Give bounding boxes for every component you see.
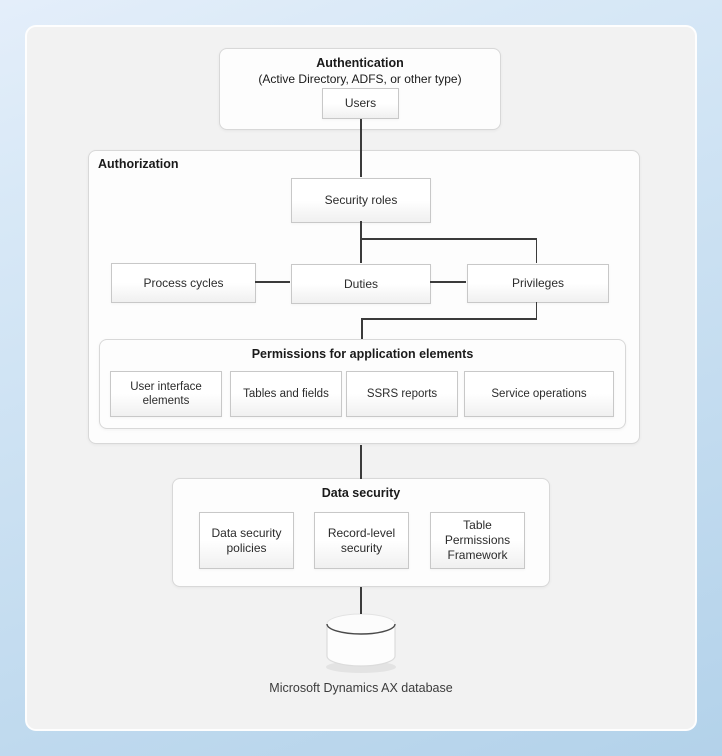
privileges-label: Privileges — [511, 276, 565, 290]
connector-privileges-to-permissions-horizontal — [361, 318, 537, 320]
record-level-security-box: Record-level security — [314, 512, 409, 569]
user-interface-elements-box: User interface elements — [110, 371, 222, 417]
duties-label: Duties — [343, 276, 378, 291]
data-security-container: Data security Data security policies Rec… — [172, 478, 550, 587]
authentication-title: Authentication — [316, 56, 404, 70]
service-operations-label: Service operations — [491, 387, 587, 400]
authorization-container: Authorization Security roles Process cyc… — [88, 150, 640, 444]
connector-into-permissions — [361, 318, 363, 339]
table-permissions-framework-label: Table Permissions Framework — [444, 518, 511, 562]
duties-box: Duties — [291, 264, 431, 304]
ssrs-reports-box: SSRS reports — [346, 371, 458, 417]
connector-duties-to-privileges — [430, 281, 466, 283]
authentication-subtitle: (Active Directory, ADFS, or other type) — [258, 71, 462, 86]
ssrs-reports-label: SSRS reports — [366, 387, 438, 400]
users-box: Users — [322, 88, 399, 119]
connector-users-to-security-roles — [360, 119, 362, 177]
authentication-container: Authentication (Active Directory, ADFS, … — [219, 48, 501, 130]
users-box-label: Users — [344, 96, 377, 110]
tables-and-fields-label: Tables and fields — [243, 387, 329, 400]
privileges-box: Privileges — [467, 264, 609, 303]
permissions-title: Permissions for application elements — [251, 347, 474, 361]
connector-process-cycles-to-duties — [255, 281, 290, 283]
process-cycles-box: Process cycles — [111, 263, 256, 303]
data-security-title: Data security — [321, 486, 401, 500]
connector-privileges-down — [535, 302, 537, 319]
process-cycles-label: Process cycles — [143, 275, 224, 290]
database-label: Microsoft Dynamics AX database — [269, 681, 453, 695]
table-permissions-framework-box: Table Permissions Framework — [430, 512, 525, 569]
data-security-policies-box: Data security policies — [199, 512, 294, 569]
security-roles-box: Security roles — [291, 178, 431, 223]
connector-security-roles-to-duties — [360, 221, 362, 263]
connector-authorization-to-data-security — [360, 445, 362, 479]
user-interface-elements-label: User interface elements — [130, 380, 202, 407]
permissions-container: Permissions for application elements Use… — [99, 339, 626, 429]
tables-and-fields-box: Tables and fields — [230, 371, 342, 417]
service-operations-box: Service operations — [464, 371, 614, 417]
connector-branch-to-privileges-horizontal — [360, 238, 537, 240]
connector-branch-to-privileges-vertical — [535, 238, 537, 263]
database-cylinder-icon — [322, 610, 400, 679]
data-security-policies-label: Data security policies — [211, 525, 282, 555]
security-roles-label: Security roles — [324, 193, 398, 207]
authorization-title: Authorization — [98, 157, 179, 171]
connector-data-security-to-database — [360, 587, 362, 614]
record-level-security-label: Record-level security — [327, 525, 396, 555]
